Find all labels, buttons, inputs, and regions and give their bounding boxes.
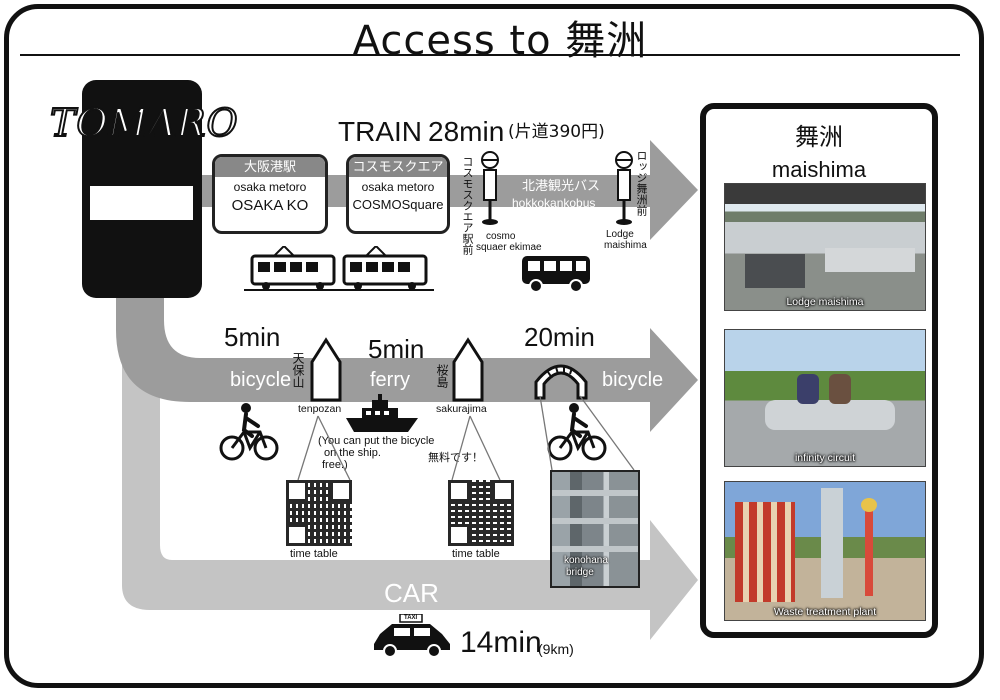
bus-stop1-en-2: squaer ekimae (476, 242, 542, 253)
destination-jp: 舞洲 (795, 123, 843, 151)
bus-stop2-en-1: Lodge (606, 229, 634, 240)
bridge-caption-2: bridge (566, 567, 594, 578)
pier2-en: sakurajima (436, 403, 487, 415)
bus-stop1-jp: コスモスクエア駅前 (461, 156, 474, 255)
page-title: Access to 舞洲 (352, 18, 648, 64)
bicycle-route-arrow (116, 290, 698, 432)
station-osaka-ko: 大阪港駅 osaka metoro OSAKA KO (212, 154, 328, 234)
photo-caption: infinity circuit (794, 452, 856, 464)
qr1-caption: time table (290, 548, 338, 560)
bus-stop2-jp: ロッジ舞洲前 (635, 150, 648, 216)
photo-caption: Waste treatment plant (773, 606, 877, 618)
bus-line-en: hokkokankobus (512, 196, 596, 210)
konohana-bridge-photo: konohana bridge (550, 470, 640, 588)
car-duration: 14min (460, 626, 542, 659)
train-duration: 28min (428, 116, 505, 147)
bicycle-icon (547, 403, 607, 461)
station-line: osaka metoro (361, 180, 435, 194)
bus-line-jp: 北港観光バス (522, 179, 601, 194)
ferry-note-2: on the ship. (324, 447, 381, 459)
destination-panel: 舞洲 maishima Lodge maishima infinity circ… (700, 103, 938, 638)
bus-stop-icon (481, 151, 499, 225)
pier2-jp: 桜島 (435, 364, 449, 388)
qr2-caption: time table (452, 548, 500, 560)
bus-stop-icon (615, 151, 633, 225)
timetable-qr-code[interactable] (448, 480, 514, 546)
bus-icon (522, 256, 590, 293)
pier-sakurajima-icon (452, 337, 484, 402)
seg2-time: 5min (368, 334, 425, 364)
station-cosmo-square: コスモスクエア osaka metoro COSMOSquare (346, 154, 450, 234)
ferry-note-3: free.) (322, 459, 348, 471)
seg3-time: 20min (524, 322, 595, 352)
station-jp-name: コスモスクエア (349, 157, 447, 177)
train-icon (244, 246, 434, 291)
seg1-time: 5min (224, 322, 281, 352)
train-fare: (片道390円) (508, 122, 605, 142)
car-distance: (9km) (538, 641, 574, 657)
bicycle-icon (219, 403, 279, 461)
car-label: CAR (384, 578, 439, 608)
pier-tenpozan-icon (310, 337, 342, 402)
bus-stop2-en-2: maishima (604, 240, 647, 251)
title-divider (20, 54, 960, 56)
station-line: osaka metoro (233, 180, 307, 194)
destination-en: maishima (771, 157, 867, 182)
infinity-circuit-photo: infinity circuit (724, 329, 926, 467)
waste-treatment-plant-photo: Waste treatment plant (724, 481, 926, 621)
taxi-sign: TAXI (404, 615, 418, 621)
photo-caption: Lodge maishima (786, 296, 864, 308)
car-route-arrow (122, 290, 698, 640)
lodge-maishima-photo: Lodge maishima (724, 183, 926, 311)
bus-stop1-en-1: cosmo (486, 231, 516, 242)
seg3-mode: bicycle (602, 369, 664, 391)
seg2-mode: ferry (370, 369, 410, 391)
origin-name: TOMARO (49, 101, 239, 145)
station-name: OSAKA KO (231, 197, 309, 214)
station-name: COSMOSquare (352, 197, 444, 212)
taxi-icon (374, 614, 450, 658)
pier1-en: tenpozan (298, 403, 342, 415)
ferry-note-jp: 無料です！ (428, 451, 483, 464)
timetable-qr-code[interactable] (286, 480, 352, 546)
tomaro-door-bar (90, 186, 193, 220)
station-jp-name: 大阪港駅 (215, 157, 325, 177)
train-label: TRAIN (338, 116, 422, 147)
ferry-note-1: (You can put the bicycle (318, 435, 435, 447)
ferry-ship-icon (346, 394, 418, 432)
bridge-caption-1: konohana (564, 555, 608, 566)
seg1-mode: bicycle (230, 369, 292, 391)
pier1-jp: 天保山 (291, 352, 305, 388)
